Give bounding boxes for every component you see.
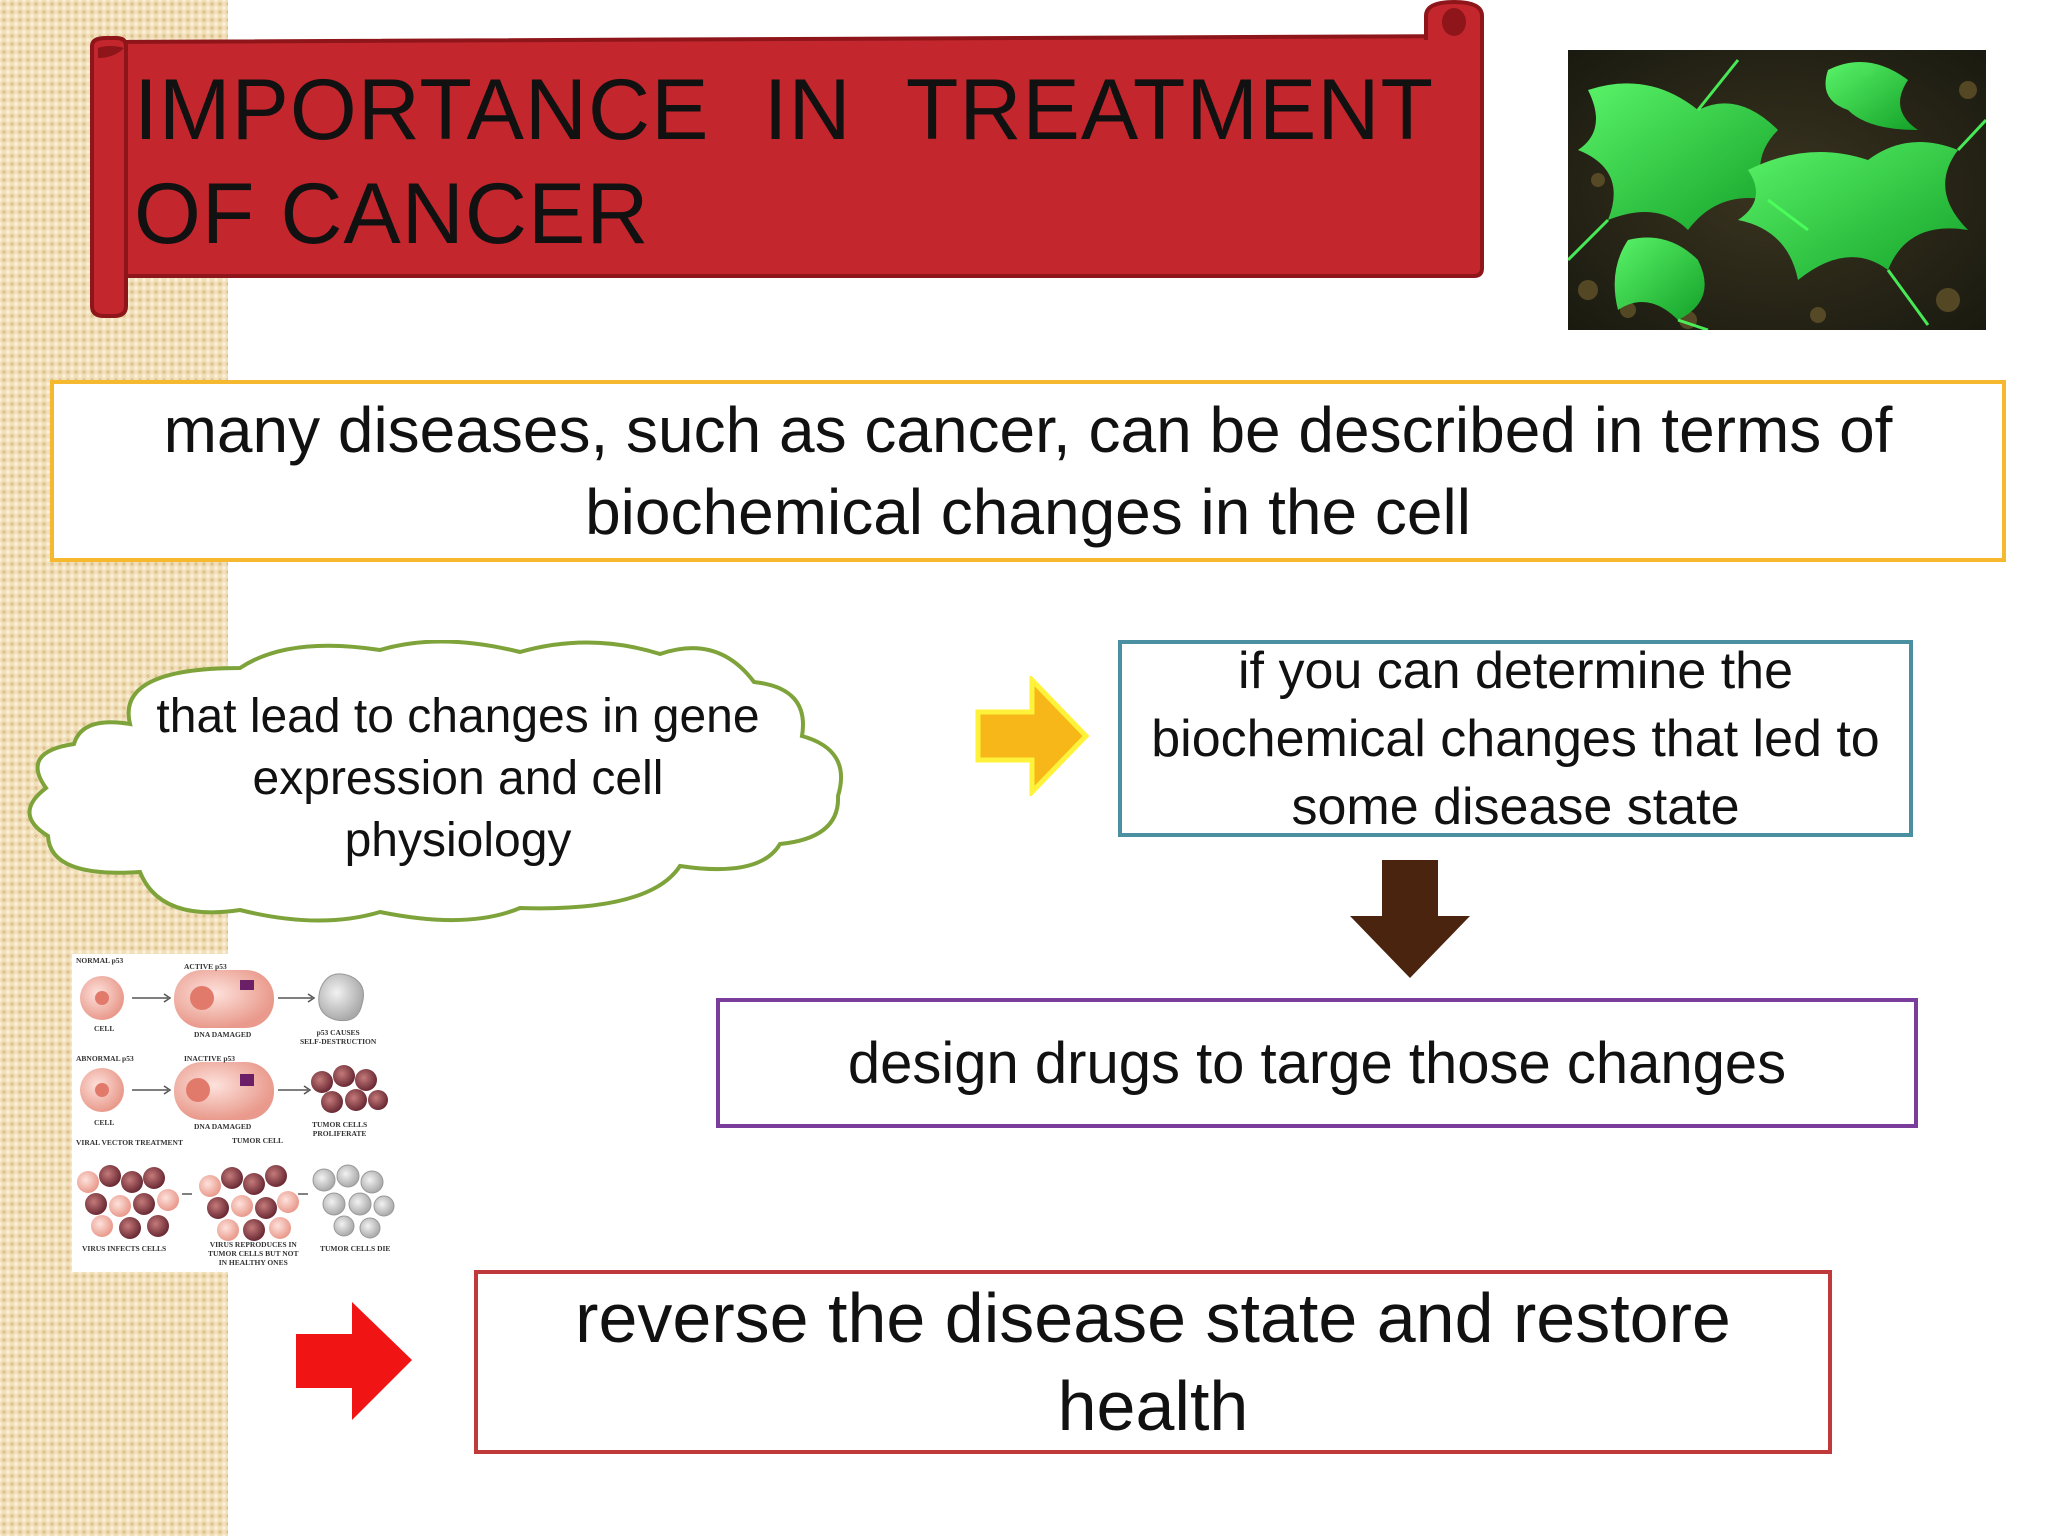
- label-tumor-cells-die: TUMOR CELLS DIE: [320, 1244, 391, 1253]
- design-box: design drugs to targe those changes: [716, 998, 1918, 1128]
- label-cell-1: CELL: [94, 1024, 115, 1033]
- intro-box: many diseases, such as cancer, can be de…: [50, 380, 2006, 562]
- label-cell-2: CELL: [94, 1118, 115, 1127]
- design-text: design drugs to targe those changes: [847, 1030, 1787, 1096]
- title-word-2: IN: [763, 62, 852, 158]
- label-tumor-cell: TUMOR CELL: [232, 1136, 284, 1145]
- label-tumor-proliferate: TUMOR CELLS PROLIFERATE: [312, 1120, 368, 1138]
- scroll-banner-icon: [90, 0, 1484, 318]
- cloud-text: that lead to changes in gene expression …: [156, 690, 760, 867]
- intro-text: many diseases, such as cancer, can be de…: [163, 394, 1893, 548]
- determine-box: if you can determine the biochemical cha…: [1118, 640, 1913, 837]
- label-inactive-p53: INACTIVE p53: [184, 1054, 236, 1063]
- label-abnormal-p53: ABNORMAL p53: [76, 1054, 134, 1063]
- label-dna-damaged-1: DNA DAMAGED: [194, 1030, 252, 1039]
- title-word-1: IMPORTANCE: [134, 62, 710, 158]
- label-normal-p53: NORMAL p53: [76, 956, 124, 965]
- thought-cloud-icon: [27, 640, 844, 923]
- title-line-2: OF CANCER: [134, 166, 650, 262]
- yellow-right-arrow-icon: [975, 676, 1090, 796]
- label-virus-reproduces: VIRUS REPRODUCES IN TUMOR CELLS BUT NOT …: [208, 1240, 299, 1267]
- p53-cell-diagram-drawing: [77, 970, 395, 1241]
- label-dna-damaged-2: DNA DAMAGED: [194, 1122, 252, 1131]
- label-viral-vector: VIRAL VECTOR TREATMENT: [76, 1138, 183, 1147]
- reverse-box: reverse the disease state and restore he…: [474, 1270, 1832, 1454]
- green-cells-photo: [1568, 50, 1986, 330]
- label-active-p53: ACTIVE p53: [184, 962, 227, 971]
- red-right-arrow-icon: [296, 1302, 412, 1420]
- reverse-text: reverse the disease state and restore he…: [575, 1279, 1731, 1445]
- page-title: IMPORTANCE IN TREATMENT OF CANCER: [134, 58, 1454, 266]
- label-virus-infects: VIRUS INFECTS CELLS: [82, 1244, 167, 1253]
- label-self-destruction: p53 CAUSES SELF-DESTRUCTION: [300, 1028, 377, 1046]
- brown-down-arrow-icon: [1350, 860, 1470, 978]
- title-word-3: TREATMENT: [905, 62, 1434, 158]
- determine-text: if you can determine the biochemical cha…: [1151, 641, 1880, 836]
- p53-cell-diagram: NORMAL p53 ACTIVE p53 CELL DNA DAMAGED p…: [72, 954, 406, 1272]
